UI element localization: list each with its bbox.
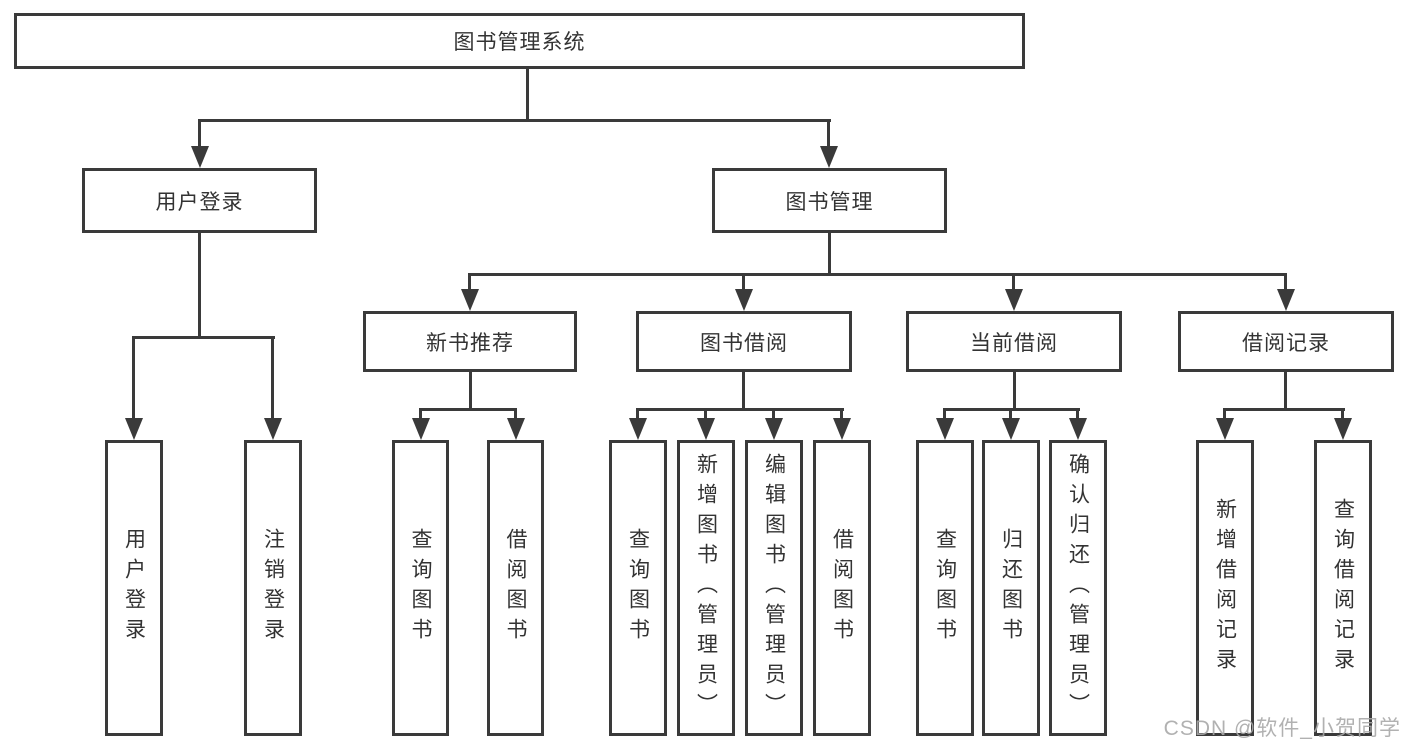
arrow-to-query-books-c — [629, 408, 647, 440]
connector-book-borrow-bar — [636, 408, 844, 411]
arrow-to-borrow-books-c — [833, 408, 851, 440]
leaf-logout-login: 注销登录 — [244, 440, 302, 736]
arrow-to-borrow-books-b — [507, 408, 525, 440]
connector-level1-bar — [198, 119, 831, 122]
arrow-to-add-books-c — [697, 408, 715, 440]
arrow-to-book-management — [820, 120, 838, 168]
connector-book-borrow-trunk — [742, 372, 745, 411]
arrow-to-edit-books-c — [765, 408, 783, 440]
connector-user-login-bar — [133, 336, 275, 339]
connector-new-book-bar — [419, 408, 517, 411]
arrow-to-book-borrow — [735, 273, 753, 311]
connector-new-book-trunk — [469, 372, 472, 411]
leaf-add-books-admin-label: 新增图书（管理员） — [694, 453, 718, 723]
node-book-borrow-label: 图书借阅 — [700, 331, 788, 355]
arrow-to-leaf-user-login — [125, 336, 143, 440]
leaf-borrow-books-borrow: 借阅图书 — [813, 440, 871, 736]
leaf-user-login: 用户登录 — [105, 440, 163, 736]
leaf-confirm-return-admin-label: 确认归还（管理员） — [1066, 453, 1090, 723]
connector-user-login-trunk — [198, 233, 201, 339]
arrow-to-confirm-return-d — [1069, 408, 1087, 440]
node-user-login: 用户登录 — [82, 168, 317, 233]
node-current-borrow-label: 当前借阅 — [970, 331, 1058, 355]
connector-borrow-records-bar — [1223, 408, 1345, 411]
leaf-query-books-recommend: 查询图书 — [392, 440, 449, 736]
leaf-query-borrow-record-label: 查询借阅记录 — [1331, 498, 1355, 678]
node-book-borrow: 图书借阅 — [636, 311, 852, 372]
leaf-borrow-books-recommend-label: 借阅图书 — [504, 528, 527, 648]
arrow-to-return-books-d — [1002, 408, 1020, 440]
leaf-query-borrow-record: 查询借阅记录 — [1314, 440, 1372, 736]
connector-current-borrow-trunk — [1013, 372, 1016, 411]
leaf-edit-books-admin-label: 编辑图书（管理员） — [762, 453, 786, 723]
node-book-management-label: 图书管理 — [785, 190, 874, 214]
node-new-book-recommend-label: 新书推荐 — [426, 331, 514, 355]
leaf-borrow-books-borrow-label: 借阅图书 — [830, 528, 854, 648]
node-new-book-recommend: 新书推荐 — [363, 311, 577, 372]
arrow-to-query-books-d — [936, 408, 954, 440]
node-borrow-records: 借阅记录 — [1178, 311, 1394, 372]
leaf-add-borrow-record: 新增借阅记录 — [1196, 440, 1254, 736]
leaf-user-login-label: 用户登录 — [122, 528, 146, 648]
leaf-add-books-admin: 新增图书（管理员） — [677, 440, 735, 736]
node-user-login-label: 用户登录 — [155, 190, 244, 214]
arrow-to-add-record-e — [1216, 408, 1234, 440]
node-root: 图书管理系统 — [14, 13, 1025, 69]
arrow-to-user-login — [191, 120, 209, 168]
arrow-to-current-borrow — [1005, 273, 1023, 311]
leaf-query-books-current-label: 查询图书 — [933, 528, 957, 648]
leaf-query-books-recommend-label: 查询图书 — [409, 528, 432, 648]
arrow-to-leaf-logout — [264, 336, 282, 440]
leaf-logout-login-label: 注销登录 — [261, 528, 285, 648]
node-root-label: 图书管理系统 — [453, 31, 586, 54]
leaf-query-books-current: 查询图书 — [916, 440, 974, 736]
leaf-query-books-borrow-label: 查询图书 — [626, 528, 650, 648]
connector-borrow-records-trunk — [1284, 372, 1287, 411]
arrow-to-borrow-records — [1277, 273, 1295, 311]
connector-root-trunk — [526, 69, 529, 120]
connector-level2-bar — [469, 273, 1287, 276]
leaf-return-books-label: 归还图书 — [999, 528, 1023, 648]
leaf-confirm-return-admin: 确认归还（管理员） — [1049, 440, 1107, 736]
node-book-management: 图书管理 — [712, 168, 947, 233]
leaf-return-books: 归还图书 — [982, 440, 1040, 736]
leaf-query-books-borrow: 查询图书 — [609, 440, 667, 736]
arrow-to-query-record-e — [1334, 408, 1352, 440]
node-borrow-records-label: 借阅记录 — [1242, 331, 1330, 355]
arrow-to-new-book — [461, 273, 479, 311]
leaf-borrow-books-recommend: 借阅图书 — [487, 440, 544, 736]
csdn-watermark: CSDN @软件_小贺同学 — [1163, 717, 1401, 740]
node-current-borrow: 当前借阅 — [906, 311, 1122, 372]
connector-book-management-trunk — [828, 233, 831, 276]
leaf-edit-books-admin: 编辑图书（管理员） — [745, 440, 803, 736]
leaf-add-borrow-record-label: 新增借阅记录 — [1213, 498, 1237, 678]
arrow-to-query-books-b — [412, 408, 430, 440]
